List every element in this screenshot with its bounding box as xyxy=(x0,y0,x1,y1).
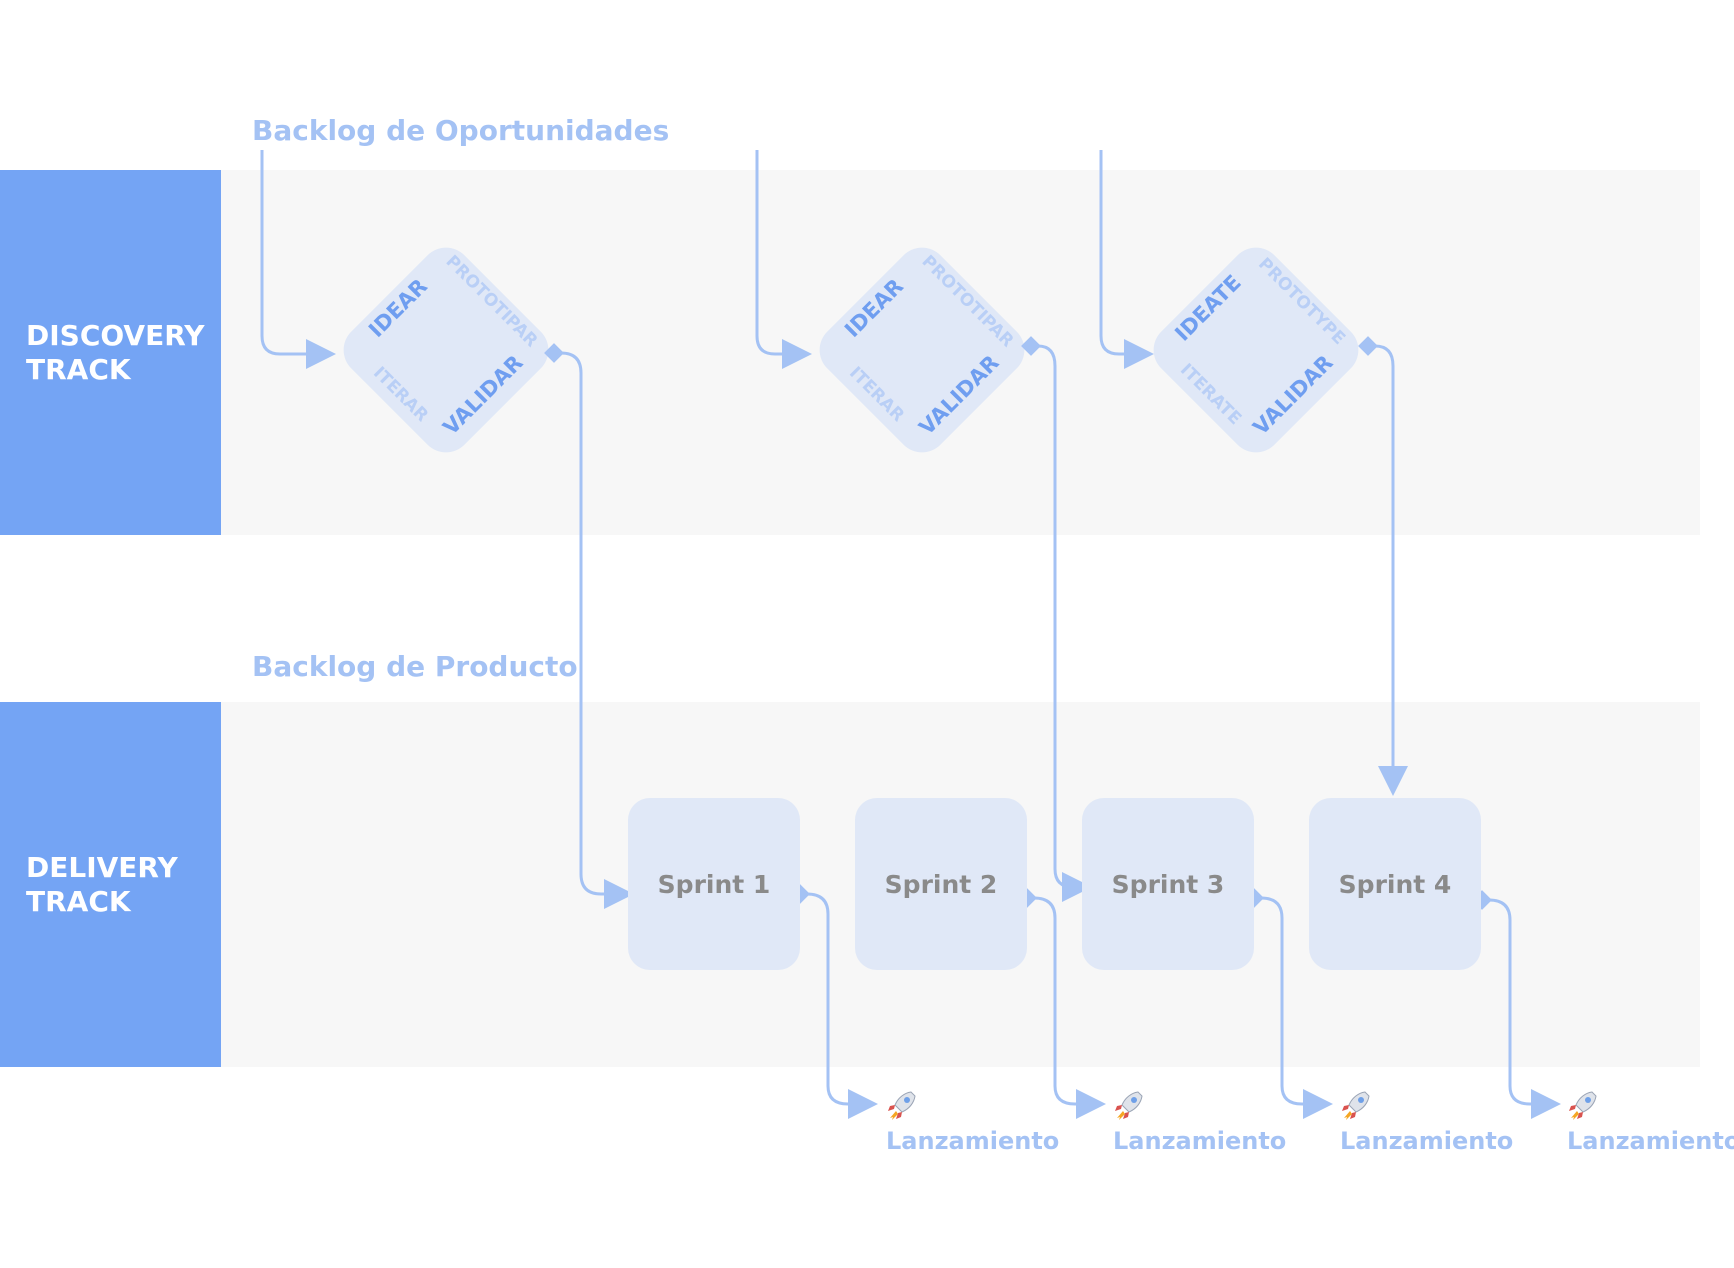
cycle-1-to-sprint-1-connector xyxy=(560,351,634,909)
cycle-2-to-sprint-3-connector xyxy=(1037,344,1092,902)
sprint-1-to-launch-line xyxy=(806,892,878,1119)
product-backlog-title: Backlog de Producto xyxy=(252,650,578,683)
rocket-icon xyxy=(1342,1091,1370,1120)
delivery-track-text: DELIVERY TRACK xyxy=(26,850,178,918)
opportunities-backlog-title: Backlog de Oportunidades xyxy=(252,114,670,147)
sprint-4-launch-connector xyxy=(1472,890,1561,1119)
sprint-2-box: Sprint 2 xyxy=(855,798,1027,970)
cycle-1-output-port xyxy=(544,343,564,363)
backlog-to-cycle-1-connector xyxy=(260,150,336,369)
rocket-icon xyxy=(1115,1091,1143,1120)
discovery-cycle-1: IDEAR PROTOTIPAR VALIDAR ITERAR xyxy=(260,150,634,909)
sprint-3-label: Sprint 3 xyxy=(1111,869,1225,899)
sprint-4-box: Sprint 4 xyxy=(1309,798,1481,970)
discovery-track-text: DISCOVERY TRACK xyxy=(26,318,205,386)
discovery-cycle-3: IDEATE PROTOTYPE VALIDAR ITERATE xyxy=(1099,150,1408,796)
sprint-1-box: Sprint 1 xyxy=(628,798,800,970)
discovery-cycle-2: IDEAR PROTOTIPAR VALIDAR ITERAR xyxy=(755,150,1092,902)
sprint-4-label: Sprint 4 xyxy=(1338,869,1452,899)
discovery-track-label: DISCOVERY TRACK xyxy=(0,170,221,535)
backlog-to-cycle-2-connector xyxy=(755,150,812,369)
cycle-3-to-sprint-4-connector xyxy=(1374,344,1408,796)
rocket-icon xyxy=(888,1091,916,1120)
backlog-to-cycle-3-connector xyxy=(1099,150,1154,369)
cycle-3-output-port xyxy=(1358,336,1378,356)
launch-label-1: Lanzamiento xyxy=(886,1127,1060,1155)
launch-label-3: Lanzamiento xyxy=(1340,1127,1514,1155)
rocket-icon xyxy=(1569,1091,1597,1120)
sprint-2-label: Sprint 2 xyxy=(884,869,998,899)
launch-label-4: Lanzamiento xyxy=(1567,1127,1734,1155)
cycle-2-diamond xyxy=(819,247,1025,453)
sprint-2-to-launch-line xyxy=(1033,896,1106,1119)
cycle-2-output-port xyxy=(1021,336,1041,356)
sprint-1-label: Sprint 1 xyxy=(657,869,771,899)
launch-label-2: Lanzamiento xyxy=(1113,1127,1287,1155)
delivery-track-label: DELIVERY TRACK xyxy=(0,702,221,1067)
sprint-3-to-launch-line xyxy=(1260,896,1333,1119)
sprint-3-box: Sprint 3 xyxy=(1082,798,1254,970)
sprint-4-to-launch-line xyxy=(1488,898,1561,1119)
cycle-3-diamond xyxy=(1153,247,1359,453)
cycle-1-diamond xyxy=(343,247,549,453)
